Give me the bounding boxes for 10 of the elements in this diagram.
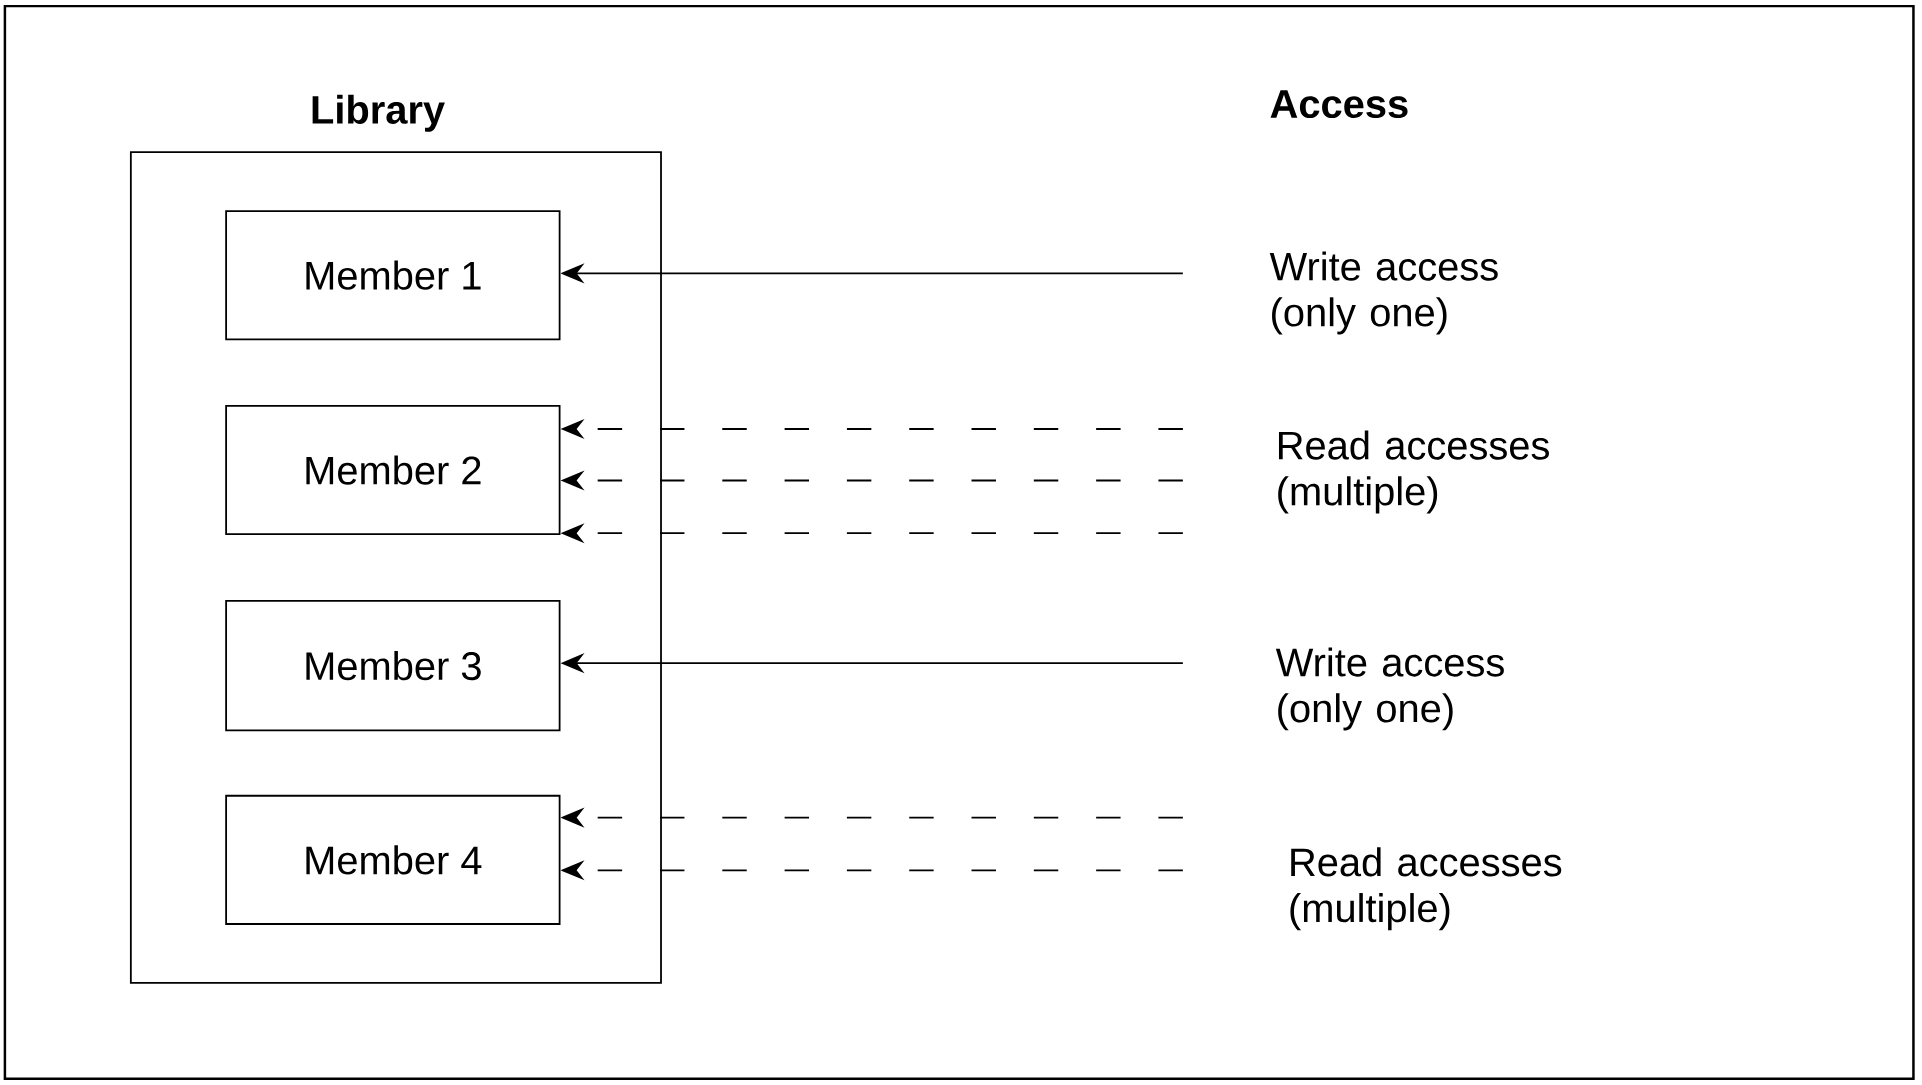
heading: Library <box>312 94 445 132</box>
member-box: Member 3 <box>225 600 561 732</box>
member-box: Member 2 <box>225 405 561 536</box>
access-note: Write access (only one) <box>1269 251 1498 335</box>
access-note: Read accesses (multiple) <box>1278 430 1549 514</box>
heading: Access <box>1270 90 1408 119</box>
access-note: Write access (only one) <box>1275 647 1504 731</box>
access-note: Read accesses (multiple) <box>1290 847 1562 931</box>
member-box: Member 4 <box>225 794 561 925</box>
member-box: Member 1 <box>225 210 561 341</box>
